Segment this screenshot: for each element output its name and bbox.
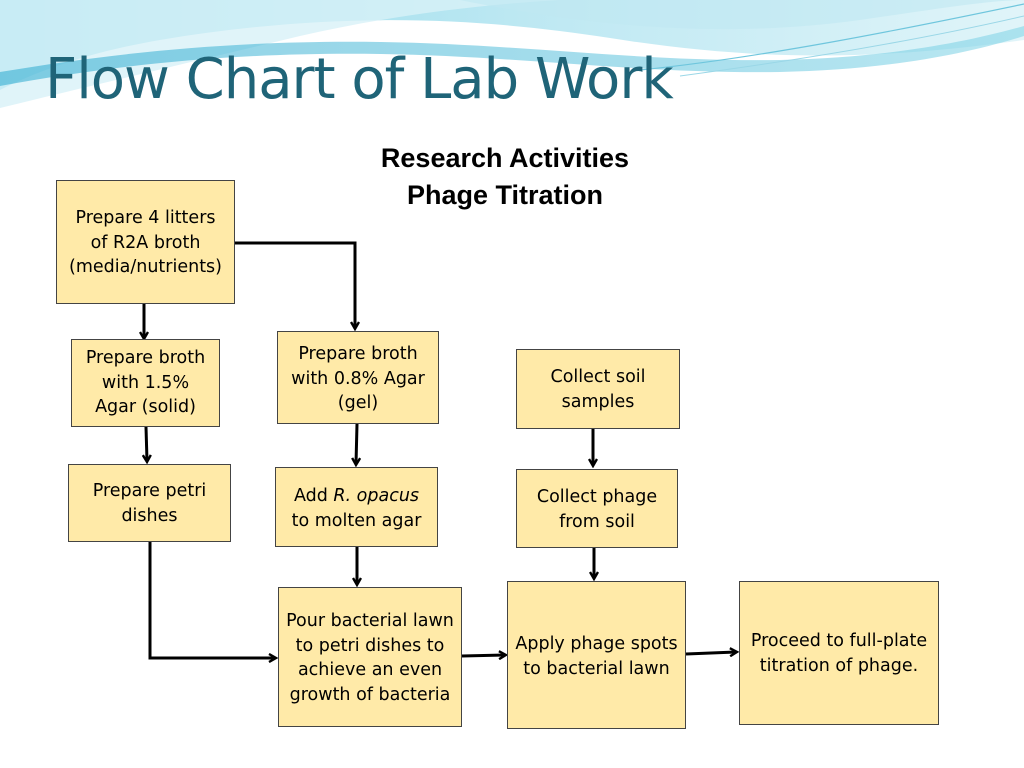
step-pour-bacterial-lawn: Pour bacterial lawn to petri dishes to a… <box>278 587 462 727</box>
slide-title: Flow Chart of Lab Work <box>45 47 674 112</box>
step-broth-agar-solid: Prepare broth with 1.5% Agar (solid) <box>71 339 220 427</box>
heading-line-2: Phage Titration <box>406 180 604 210</box>
step-add-r-opacus: Add R. opacus to molten agar <box>275 467 438 547</box>
arrow-pour-to-apply <box>461 655 505 656</box>
arrow-petri-to-pour <box>148 542 275 658</box>
heading-line-1: Research Activities <box>380 143 630 173</box>
arrow-broth-to-gel <box>234 241 355 328</box>
species-name: R. opacus <box>333 486 420 506</box>
step-full-plate-titration: Proceed to full-plate titration of phage… <box>739 581 939 725</box>
section-heading: Research Activities Phage Titration <box>336 136 674 218</box>
step-broth-agar-gel: Prepare broth with 0.8% Agar (gel) <box>277 331 439 424</box>
step-apply-phage-spots: Apply phage spots to bacterial lawn <box>507 581 686 729</box>
arrow-solid-to-petri <box>146 426 147 461</box>
step-prepare-petri: Prepare petri dishes <box>68 464 231 542</box>
step-collect-phage: Collect phage from soil <box>516 469 678 548</box>
step-collect-soil: Collect soil samples <box>516 349 680 429</box>
step-prepare-r2a-broth: Prepare 4 litters of R2A broth (media/nu… <box>56 180 235 304</box>
arrow-gel-to-opacus <box>356 423 357 464</box>
header-wave-decoration <box>0 0 1024 108</box>
arrow-apply-to-fullplate <box>685 652 736 654</box>
